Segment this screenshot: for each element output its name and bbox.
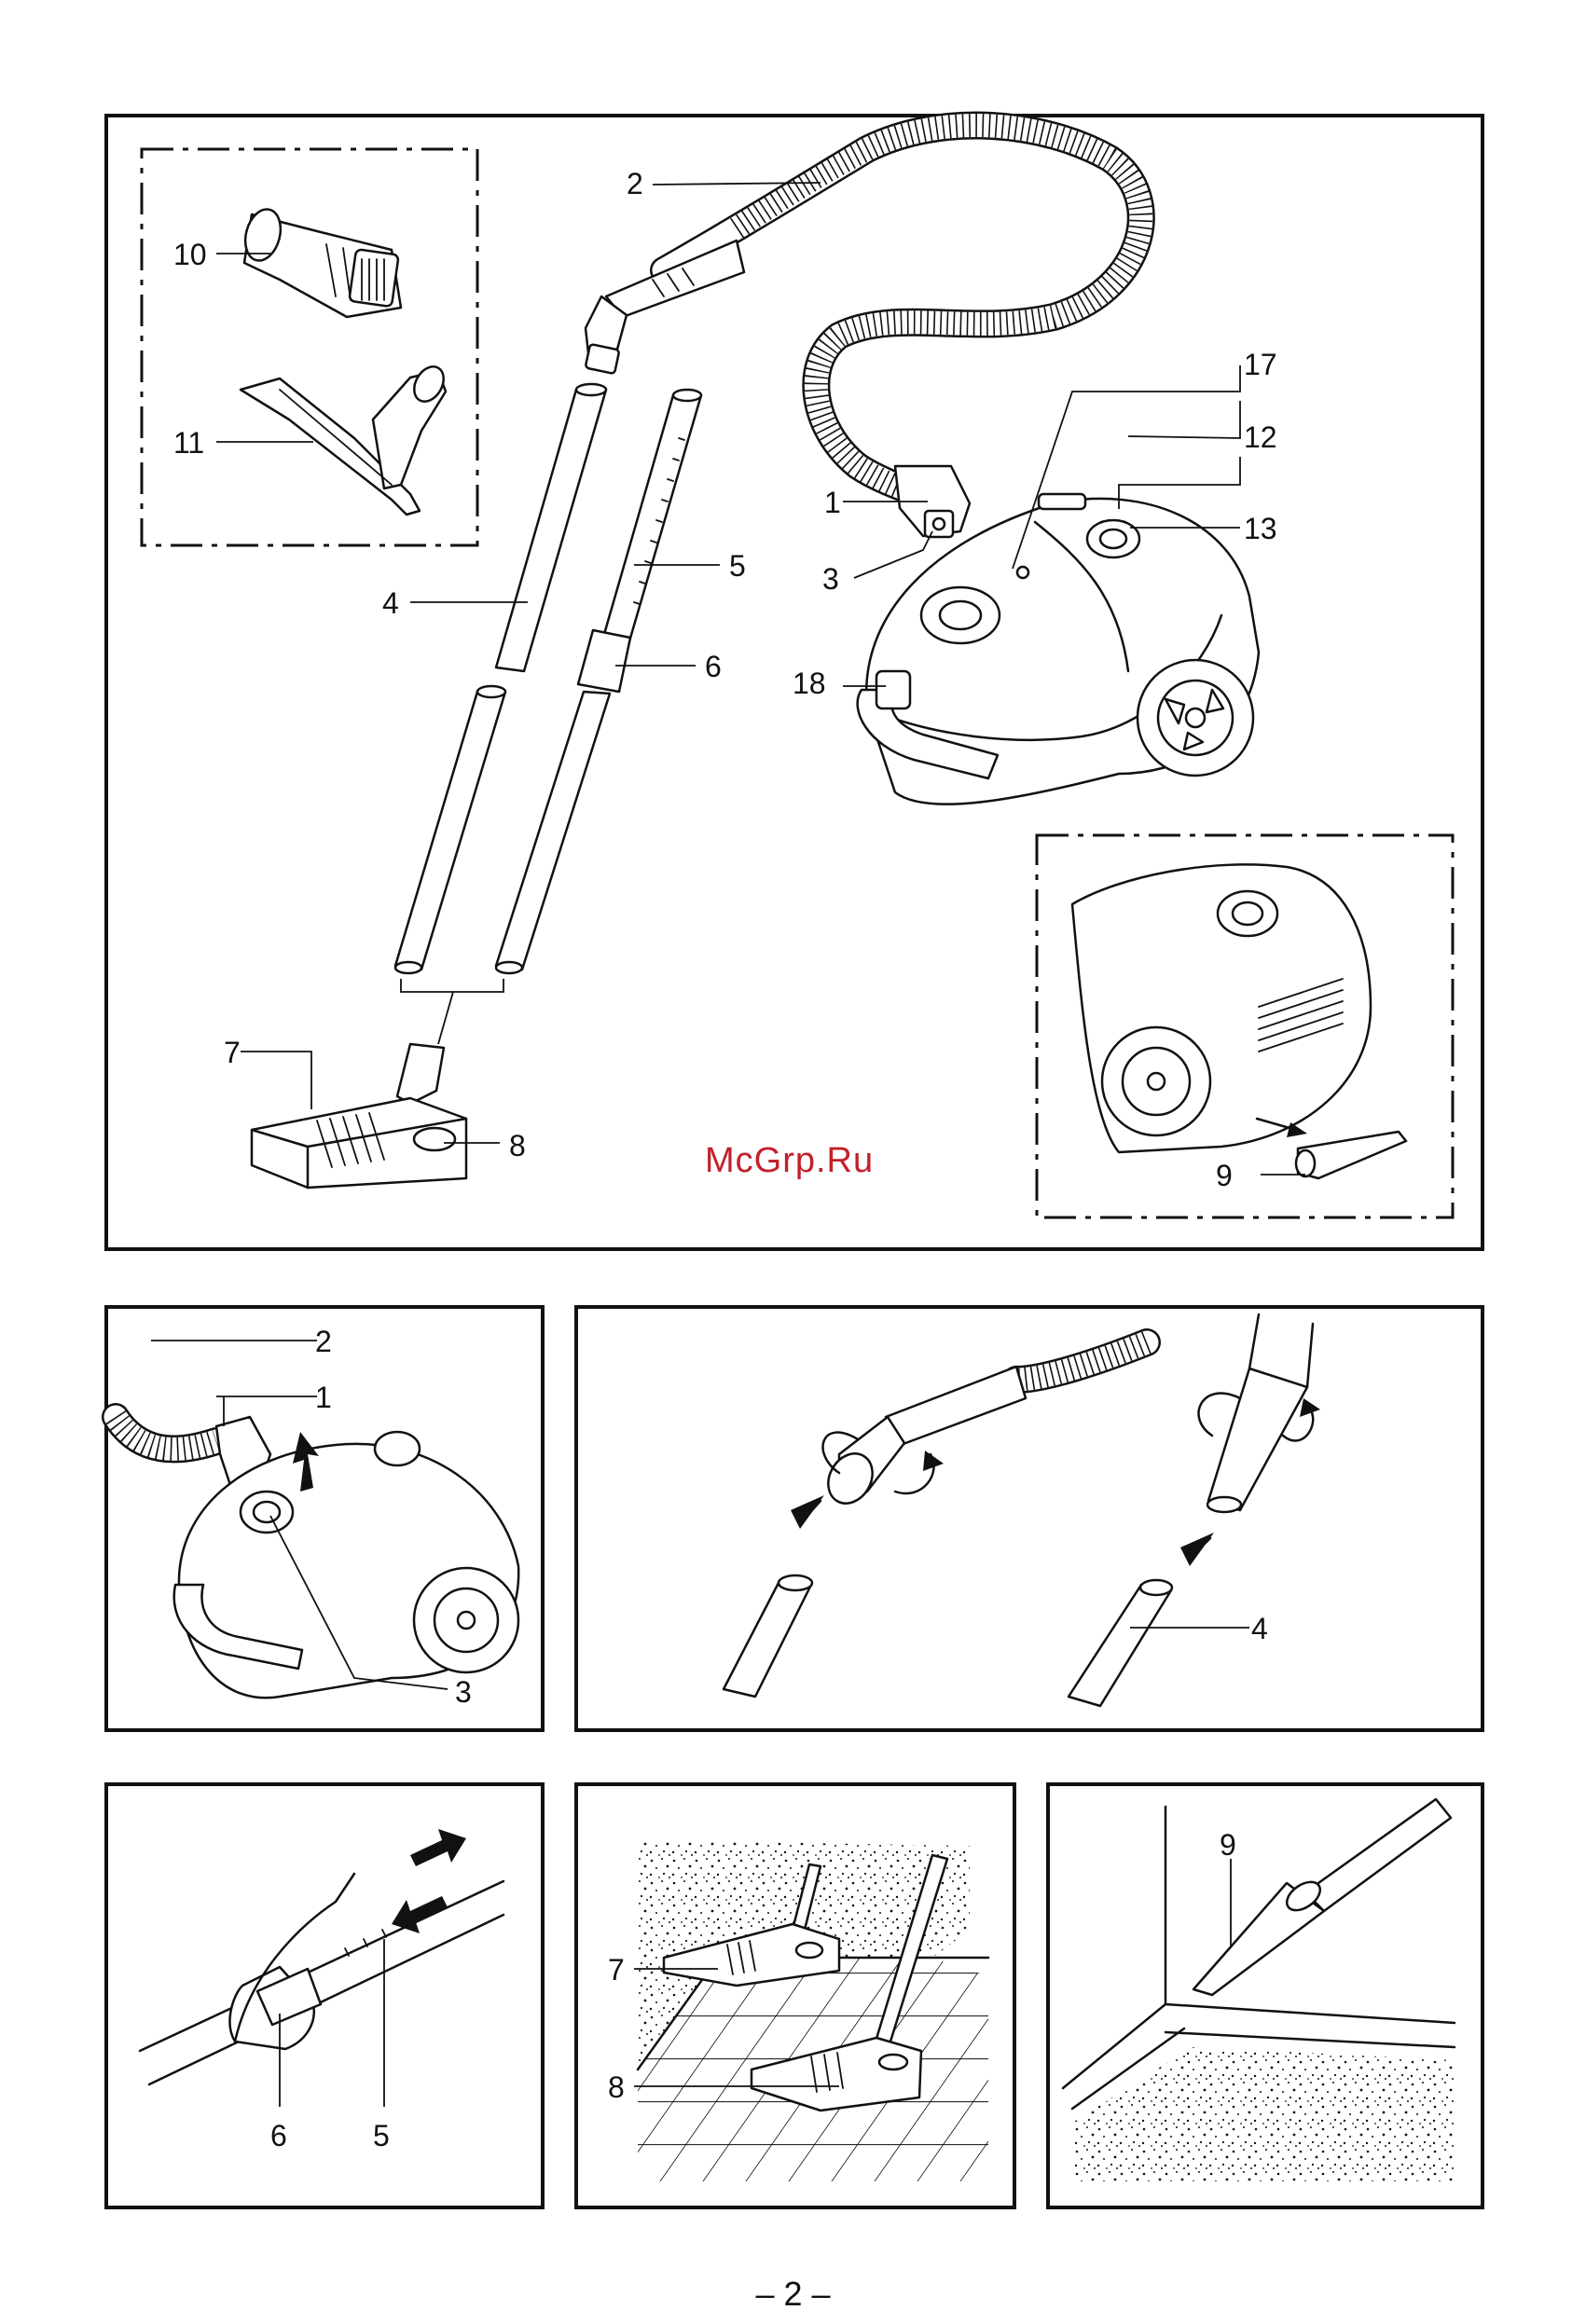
label-7: 7 <box>224 1036 241 1069</box>
step-crevice-panel: 9 <box>1048 1784 1483 2207</box>
label-5: 5 <box>373 2119 390 2152</box>
label-3: 3 <box>822 562 839 596</box>
label-10: 10 <box>173 238 207 271</box>
step-connect-hose-panel: 2 1 3 <box>106 1307 543 1730</box>
label-6: 6 <box>270 2119 287 2152</box>
step-floor-nozzle-panel: 7 8 <box>576 1784 1014 2207</box>
label-8: 8 <box>509 1129 526 1162</box>
label-11: 11 <box>173 426 204 460</box>
label-3: 3 <box>455 1675 472 1709</box>
step-telescopic-panel: 6 5 <box>106 1784 543 2207</box>
label-12: 12 <box>1244 420 1277 454</box>
label-1: 1 <box>315 1381 332 1414</box>
overview-panel: 2 1 3 4 5 6 7 8 9 10 11 12 13 17 18 <box>106 116 1483 1249</box>
label-17: 17 <box>1244 348 1277 381</box>
label-9: 9 <box>1220 1828 1236 1862</box>
label-1: 1 <box>824 486 841 519</box>
step-attach-tube-panel: 4 <box>576 1307 1483 1730</box>
label-4: 4 <box>382 586 399 620</box>
label-6: 6 <box>705 650 722 683</box>
label-2: 2 <box>315 1325 332 1358</box>
label-9: 9 <box>1216 1159 1233 1192</box>
page-number: – 2 – <box>0 2275 1586 2314</box>
watermark: McGrp.Ru <box>705 1141 874 1181</box>
label-8: 8 <box>608 2070 625 2104</box>
label-5: 5 <box>729 549 746 583</box>
label-13: 13 <box>1244 512 1277 545</box>
label-2: 2 <box>627 167 643 200</box>
label-4: 4 <box>1251 1612 1268 1645</box>
label-18: 18 <box>793 667 826 700</box>
label-7: 7 <box>608 1953 625 1987</box>
